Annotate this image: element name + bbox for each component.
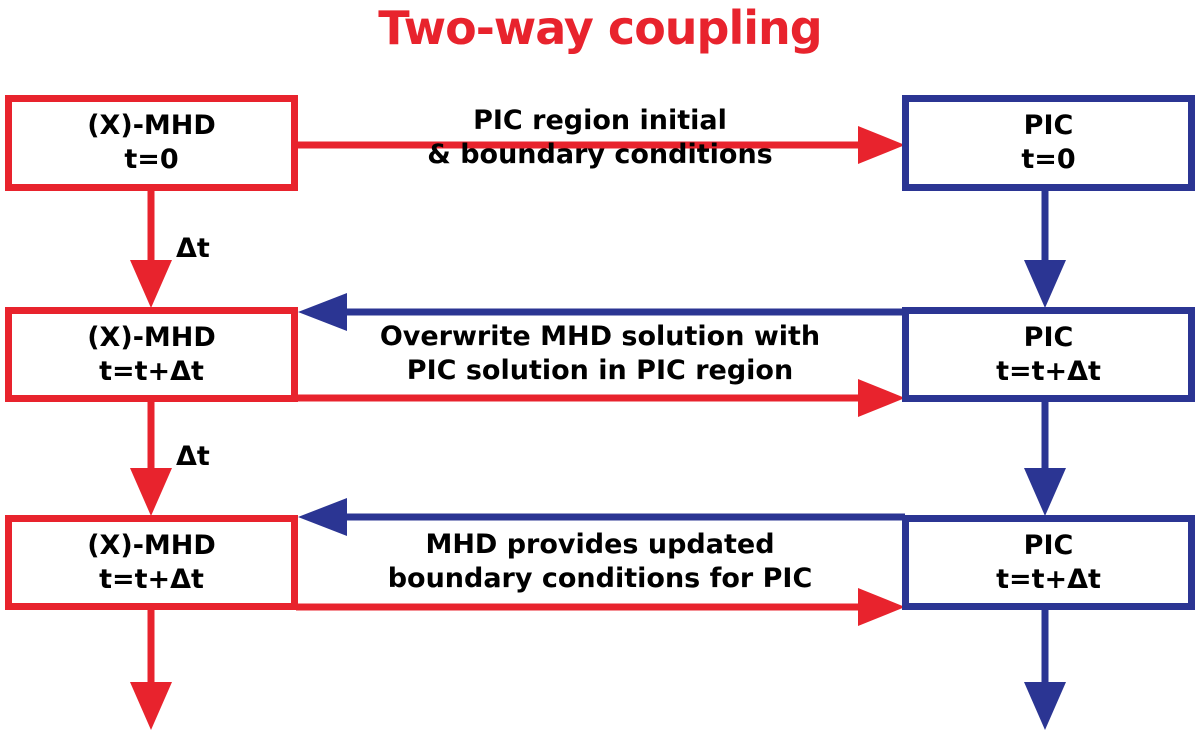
mhd-box-time: t=t+Δt bbox=[99, 355, 204, 387]
pic-box-time: t=t+Δt bbox=[996, 563, 1101, 595]
arrow-mhd-step-1 bbox=[130, 189, 172, 308]
pic-box-t0: PIC t=0 bbox=[902, 95, 1195, 191]
message-line: MHD provides updated bbox=[425, 529, 775, 560]
mhd-box-t0: (X)-MHD t=0 bbox=[5, 95, 298, 191]
mhd-box-label: (X)-MHD bbox=[87, 110, 216, 141]
message-line: boundary conditions for PIC bbox=[387, 563, 813, 594]
arrow-mhd-step-3 bbox=[130, 607, 172, 730]
pic-box-label: PIC bbox=[1023, 110, 1074, 141]
timestep-label-1: Δt bbox=[176, 233, 210, 264]
arrow-pic-step-1 bbox=[1024, 189, 1066, 308]
mhd-box-time: t=t+Δt bbox=[99, 563, 204, 595]
diagram-title: Two-way coupling bbox=[378, 1, 822, 55]
mhd-box-step2: (X)-MHD t=t+Δt bbox=[5, 515, 298, 610]
message-line: Overwrite MHD solution with bbox=[379, 321, 821, 352]
message-initial-conditions: PIC region initial & boundary conditions bbox=[330, 104, 870, 172]
message-updated-boundary: MHD provides updated boundary conditions… bbox=[320, 528, 880, 596]
message-line: & boundary conditions bbox=[427, 139, 773, 170]
pic-box-label: PIC bbox=[1023, 321, 1074, 353]
arrow-mhd-to-pic-row3 bbox=[296, 588, 905, 626]
arrow-mhd-to-pic-row1 bbox=[296, 126, 905, 164]
arrow-mhd-to-pic-row2 bbox=[296, 379, 905, 417]
pic-box-step2: PIC t=t+Δt bbox=[902, 515, 1195, 610]
arrow-pic-step-3 bbox=[1024, 607, 1066, 730]
mhd-box-label: (X)-MHD bbox=[87, 321, 216, 353]
mhd-box-step1: (X)-MHD t=t+Δt bbox=[5, 307, 298, 402]
pic-box-label: PIC bbox=[1023, 529, 1074, 561]
pic-box-step1: PIC t=t+Δt bbox=[902, 307, 1195, 402]
message-line: PIC region initial bbox=[473, 105, 727, 136]
mhd-box-time: t=0 bbox=[124, 144, 179, 175]
arrow-pic-to-mhd-row2 bbox=[298, 293, 905, 331]
arrow-pic-to-mhd-row3 bbox=[298, 498, 905, 536]
pic-box-time: t=0 bbox=[1021, 144, 1076, 175]
message-overwrite-solution: Overwrite MHD solution with PIC solution… bbox=[320, 320, 880, 388]
message-line: PIC solution in PIC region bbox=[406, 355, 794, 386]
timestep-label-2: Δt bbox=[176, 441, 210, 472]
mhd-box-label: (X)-MHD bbox=[87, 529, 216, 561]
arrow-mhd-step-2 bbox=[130, 398, 172, 516]
arrow-pic-step-2 bbox=[1024, 398, 1066, 516]
pic-box-time: t=t+Δt bbox=[996, 355, 1101, 387]
